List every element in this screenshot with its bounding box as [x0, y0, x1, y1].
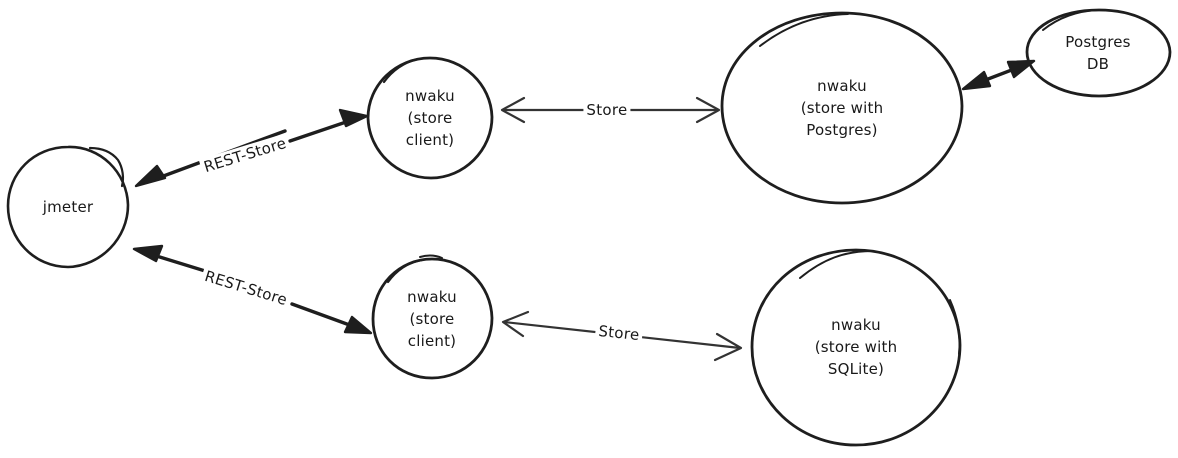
node-shape-nwaku-postgres[interactable]	[720, 11, 964, 205]
node-shape-nwaku-client-bottom[interactable]	[371, 254, 494, 380]
node-shape-nwaku-sqlite[interactable]	[750, 248, 962, 447]
edge-store-top[interactable]	[500, 96, 721, 124]
edge-rest-store-bottom[interactable]	[132, 244, 373, 335]
node-shape-jmeter[interactable]	[6, 145, 130, 269]
edge-store-bottom[interactable]	[501, 310, 743, 362]
edge-postgres-link[interactable]	[961, 59, 1036, 91]
node-shape-nwaku-client-top[interactable]	[366, 56, 494, 180]
node-shape-postgres-db[interactable]	[1025, 8, 1172, 98]
edge-rest-store-top[interactable]	[134, 108, 369, 188]
